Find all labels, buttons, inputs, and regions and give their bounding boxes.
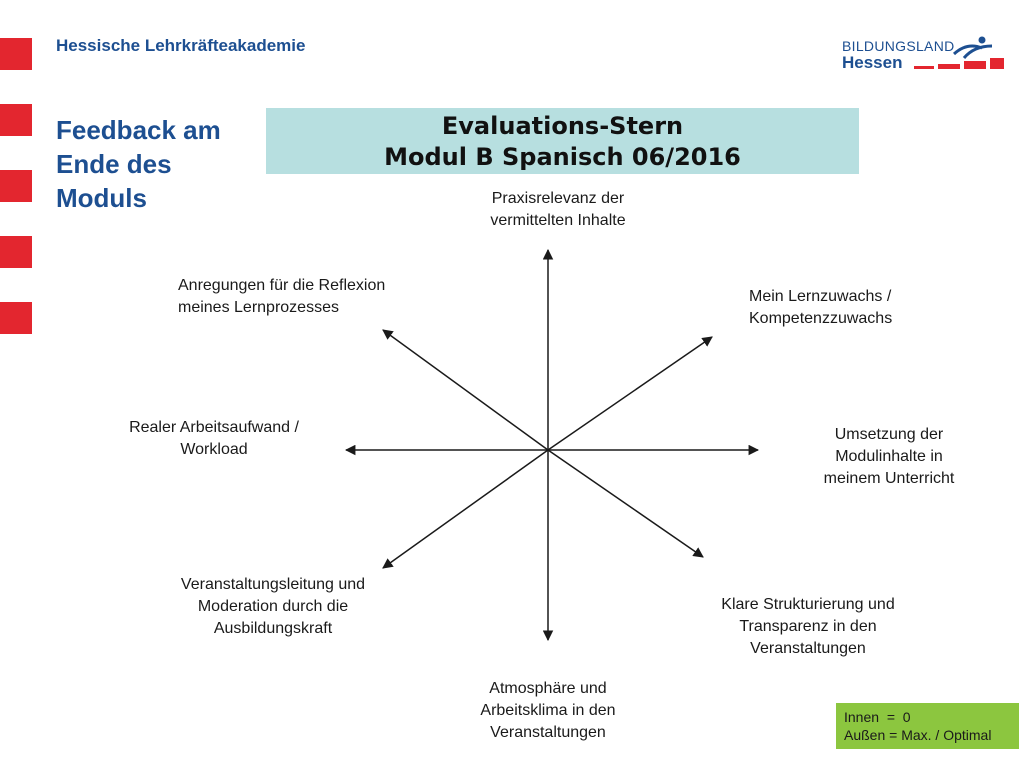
axis-label-right: Umsetzung der Modulinhalte in meinem Unt… <box>823 426 955 487</box>
axis-label-bottom-right: Klare Strukturierung und Transparenz in … <box>721 596 895 657</box>
axis-label-top-left: Anregungen für die Reflexion meines Lern… <box>178 277 386 316</box>
org-name: Hessische Lehrkräfteakademie <box>56 36 306 55</box>
title-box-line2: Modul B Spanisch 06/2016 <box>384 143 741 171</box>
scale-legend: Innen = 0 Außen = Max. / Optimal <box>836 703 1019 749</box>
axis-label-top: Praxisrelevanz der vermittelten Inhalte <box>490 190 626 229</box>
axis-arrow-top-left <box>382 329 549 451</box>
side-bar-5 <box>0 302 32 334</box>
bildungsland-logo: BILDUNGSLAND Hessen <box>842 34 1007 74</box>
side-bar-3 <box>0 170 32 202</box>
axis-arrow-top-right <box>547 336 713 451</box>
title-box-line1: Evaluations-Stern <box>441 112 684 140</box>
axis-arrow-bottom-right <box>547 449 704 558</box>
axis-label-left: Realer Arbeitsaufwand / Workload <box>129 419 299 458</box>
axis-label-bottom: Atmosphäre und Arbeitsklima in den Veran… <box>480 680 616 741</box>
axis-label-bottom-left: Veranstaltungsleitung und Moderation dur… <box>180 576 366 637</box>
logo-line1: BILDUNGSLAND <box>842 38 955 54</box>
side-bar-4 <box>0 236 32 268</box>
side-bar-1 <box>0 38 32 70</box>
legend-outer: Außen = Max. / Optimal <box>844 727 992 743</box>
axis-arrow-bottom-left <box>382 449 549 569</box>
axis-label-top-right: Mein Lernzuwachs / Kompetenzzuwachs <box>749 288 893 327</box>
title-box: Evaluations-Stern Modul B Spanisch 06/20… <box>266 108 859 174</box>
logo-figure-icon <box>914 36 1004 69</box>
slide-title: Feedback am Ende des Moduls <box>56 115 221 213</box>
legend-inner: Innen = 0 <box>844 709 911 725</box>
logo-line2: Hessen <box>842 53 903 72</box>
side-bar-2 <box>0 104 32 136</box>
